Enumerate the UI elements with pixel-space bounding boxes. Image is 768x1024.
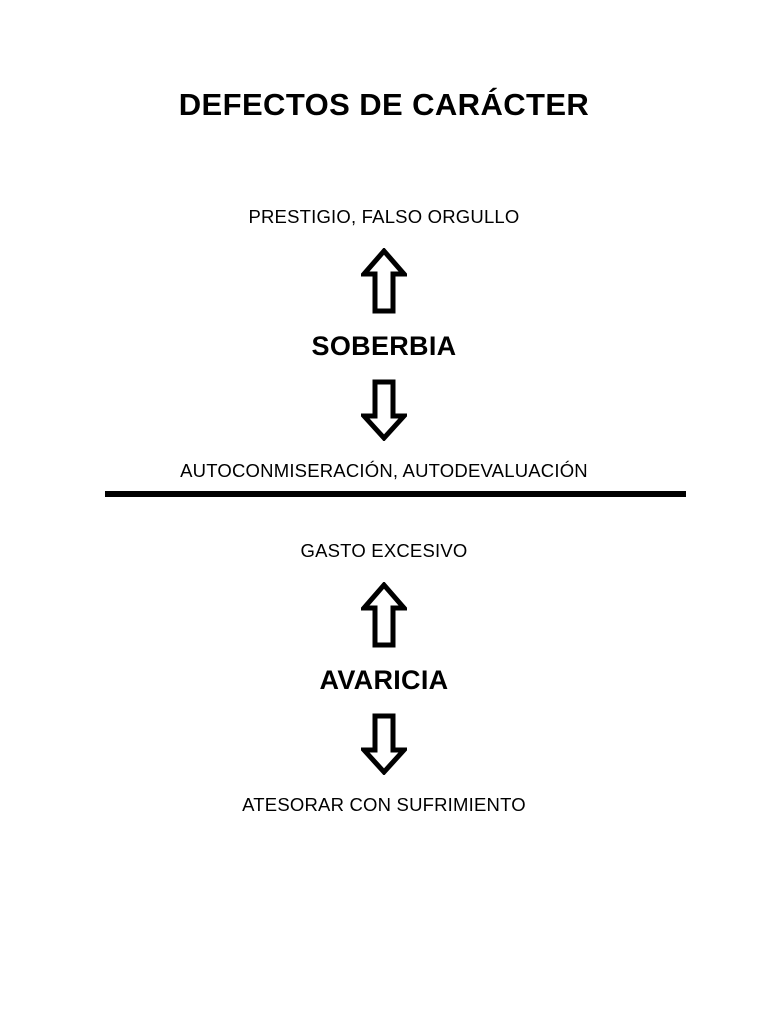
- section-divider: [105, 491, 686, 497]
- defect-name: SOBERBIA: [311, 331, 457, 362]
- defect-name: AVARICIA: [319, 665, 449, 696]
- excess-label: PRESTIGIO, FALSO ORGULLO: [248, 206, 520, 227]
- arrow-down-icon: [0, 713, 768, 775]
- deficiency-label: AUTOCONMISERACIÓN, AUTODEVALUACIÓN: [180, 459, 588, 481]
- arrow-up-icon: [0, 582, 768, 648]
- arrow-down-icon: [0, 379, 768, 441]
- defect-block-soberbia: PRESTIGIO, FALSO ORGULLO SOBERBIA AUTOCO…: [0, 206, 768, 481]
- page-title: DEFECTOS DE CARÁCTER: [178, 87, 590, 122]
- excess-label: GASTO EXCESIVO: [300, 540, 468, 561]
- arrow-up-icon: [0, 248, 768, 314]
- defect-block-avaricia: GASTO EXCESIVO AVARICIA ATESORAR CON SUF…: [0, 540, 768, 815]
- deficiency-label: ATESORAR CON SUFRIMIENTO: [242, 793, 526, 815]
